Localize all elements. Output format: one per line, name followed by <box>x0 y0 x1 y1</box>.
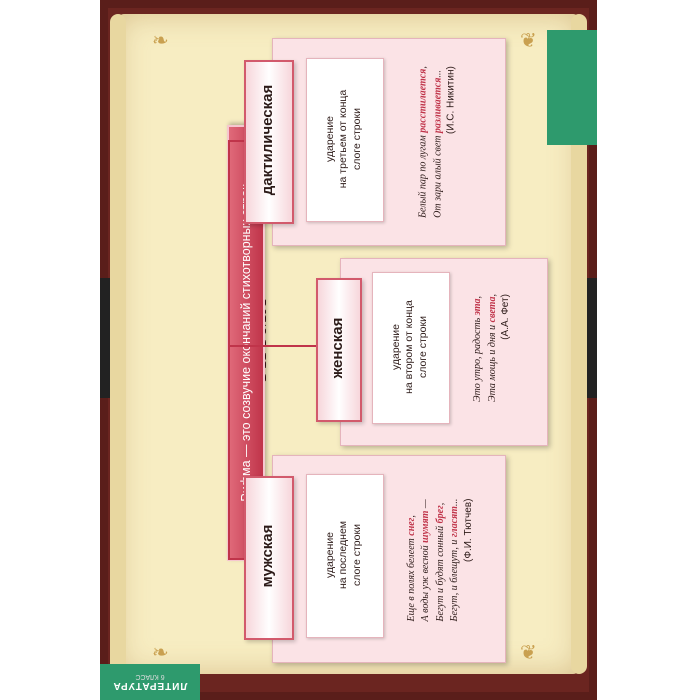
type-box-feminine <box>316 278 362 422</box>
subject-label <box>100 664 200 700</box>
connector-dactylic <box>228 140 246 142</box>
corner-ornament-icon: ❧ <box>152 640 169 664</box>
type-box-masculine <box>244 476 294 640</box>
poster: ❧ ❧ ❦ ❦ РИФМА Рифма — это созвучие оконч… <box>100 0 597 700</box>
poem-line: Бегут и будят сонный брег, <box>434 502 446 622</box>
poem-line: Это утро, радость эта, <box>472 295 483 402</box>
stress-box-masculine <box>306 474 384 638</box>
connector-feminine <box>228 345 318 347</box>
stress-box-feminine <box>372 272 450 424</box>
type-label-feminine: женская <box>328 317 346 379</box>
connector-masculine <box>228 558 246 560</box>
corner-ornament-icon: ❧ <box>152 28 169 52</box>
poem-author: (А.А. Фет) <box>500 294 511 340</box>
side-tab-right <box>587 278 597 398</box>
corner-ornament-icon: ❦ <box>520 640 537 664</box>
stress-box-dactylic <box>306 58 384 222</box>
type-box-dactylic <box>244 60 294 224</box>
poem-masculine: Еще в полях белеет снег, А воды уж весно… <box>394 470 484 650</box>
poem-feminine: Это утро, радость эта, Эта мощь и дня и … <box>463 273 519 423</box>
stress-text-feminine: ударение на втором от конца слоге строки <box>389 300 429 394</box>
poem-author: (Ф.И. Тютчев) <box>462 498 474 562</box>
poem-line: А воды уж весной шумят — <box>420 499 431 622</box>
scroll-roll-right <box>571 14 587 674</box>
stress-text-dactylic: ударение на третьем от конца слоге строк… <box>323 89 363 189</box>
type-label-masculine: мужская <box>258 524 276 588</box>
corner-ornament-icon: ❦ <box>520 28 537 52</box>
type-label-dactylic: дактилическая <box>258 84 276 196</box>
poem-line: Эта мощь и дня и света, <box>486 294 498 402</box>
poem-line: От зари алый свет разливается... <box>432 70 443 218</box>
stress-text-masculine: ударение на последнем слоге строки <box>323 520 363 590</box>
connector-vertical <box>228 140 230 560</box>
poem-line: Белый пар по лугам расстилается, <box>417 66 429 218</box>
side-tab-left <box>100 278 110 398</box>
poem-line: Бегут, и блещут, и гласят... <box>449 498 460 622</box>
scroll-roll-left <box>110 14 126 674</box>
subject-label-text: ЛИТЕРАТУРА 6 КЛАСС <box>112 673 188 691</box>
poem-line: Еще в полях белеет снег, <box>405 515 417 622</box>
poem-dactylic: Белый пар по лугам расстилается, От зари… <box>406 55 468 230</box>
publisher-strip <box>547 30 597 145</box>
poem-author: (И.С. Никитин) <box>445 66 457 135</box>
